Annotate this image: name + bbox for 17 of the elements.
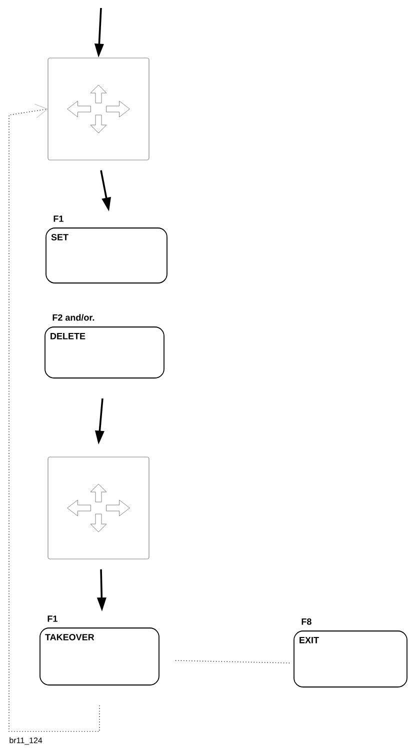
- button-label: DELETE: [50, 333, 86, 340]
- return-line: [8, 104, 100, 732]
- keypad-drawing: [48, 58, 150, 160]
- button-label: SET: [51, 234, 68, 240]
- softkey-box: [44, 326, 164, 378]
- key-label: F1: [48, 616, 58, 622]
- keypad-drawing: [48, 456, 150, 560]
- key-label: F8: [302, 618, 312, 625]
- dotted-line: [175, 660, 290, 664]
- softkey-box: [46, 228, 168, 284]
- key-label: F2 and/or.: [52, 314, 94, 321]
- figure-id: br11_124: [10, 737, 42, 745]
- key-label: F1: [54, 216, 64, 222]
- button-label: TAKEOVER: [45, 634, 94, 640]
- button-label: EXIT: [300, 637, 319, 644]
- softkey-box: [40, 628, 160, 686]
- softkey-box: [294, 630, 408, 688]
